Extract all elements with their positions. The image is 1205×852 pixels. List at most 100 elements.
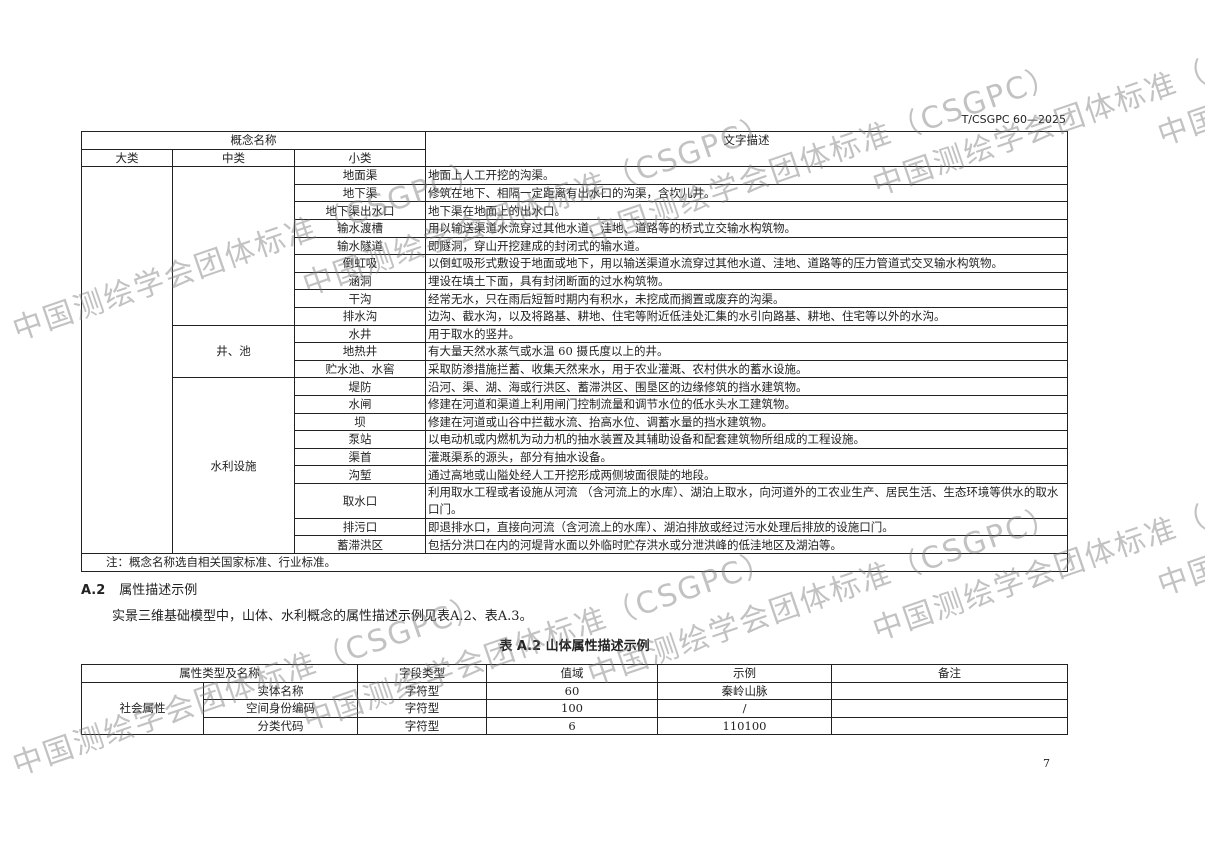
desc-cell: 以电动机或内燃机为动力机的抽水装置及其辅助设备和配套建筑物所组成的工程设施。 (425, 430, 1068, 449)
desc-cell: 采取防渗措施拦蓄、收集天然来水，用于农业灌溉、农村供水的蓄水设施。 (425, 359, 1068, 379)
body-paragraph: 实景三维基础模型中，山体、水利概念的属性描述示例见表A.2、表A.3。 (112, 609, 533, 624)
standard-number: T/CSGPC 60—2025 (961, 113, 1066, 126)
minor-cell: 泵站 (294, 430, 426, 449)
table-row: 干沟经常无水，只在雨后短暂时期内有积水，未挖成而搁置或废弃的沟渠。 (82, 289, 1068, 308)
mid-cell: 水利设施 (172, 377, 295, 555)
header-major: 大类 (81, 148, 173, 168)
table-row: 贮水池、水窖采取防渗措施拦蓄、收集天然来水，用于农业灌溉、农村供水的蓄水设施。 (82, 359, 1068, 379)
section-title: 属性描述示例 (119, 583, 198, 598)
desc-cell: 埋设在填土下面，具有封闭断面的过水构筑物。 (425, 271, 1068, 291)
minor-cell: 水闸 (294, 394, 426, 414)
minor-cell: 坝 (294, 412, 426, 432)
table-caption: 表 A.2 山体属性描述示例 (499, 639, 650, 654)
desc-cell: 灌溉渠系的源头，部分有抽水设备。 (425, 447, 1068, 467)
desc-cell: 边沟、截水沟，以及将路基、耕地、住宅等附近低洼处汇集的水引向路基、耕地、住宅等以… (425, 306, 1068, 326)
major-cell (81, 166, 173, 555)
desc-cell: 地下渠在地面上的出水口。 (425, 201, 1068, 220)
table-row: 地下渠修筑在地下、相隔一定距离有出水口的沟渠，含坎儿井。 (82, 183, 1068, 203)
name-cell: 实体名称 (203, 681, 358, 701)
minor-cell: 地热井 (294, 342, 426, 361)
table-row: 排水沟边沟、截水沟，以及将路基、耕地、住宅等附近低洼处汇集的水引向路基、耕地、住… (82, 306, 1068, 326)
minor-cell: 输水渡槽 (294, 218, 426, 238)
table-row: 地面渠地面上人工开挖的沟渠。 (81, 166, 1068, 555)
desc-cell: 以倒虹吸形式敷设于地面或地下，用以输送渠道水流穿过其他水道、洼地、道路等的压力管… (425, 254, 1068, 273)
example-cell: 秦岭山脉 (657, 681, 832, 701)
table-row: 蓄滞洪区包括分洪口在内的河堤背水面以外临时贮存洪水或分泄洪峰的低洼地区及湖泊等。 (82, 535, 1068, 555)
remark-cell (831, 716, 1068, 736)
minor-cell: 蓄滞洪区 (294, 535, 426, 555)
name-cell: 分类代码 (203, 716, 358, 736)
minor-cell: 水井 (294, 324, 426, 344)
desc-cell: 有大量天然水蒸气或水温 60 摄氏度以上的井。 (425, 342, 1068, 361)
desc-cell: 地面上人工开挖的沟渠。 (425, 166, 1068, 185)
minor-cell: 贮水池、水窖 (294, 359, 426, 379)
minor-cell: 地下渠 (294, 183, 426, 203)
desc-cell: 修建在河道和渠道上利用闸门控制流量和调节水位的低水头水工建筑物。 (425, 394, 1068, 414)
minor-cell: 渠首 (294, 447, 426, 467)
header-minor: 小类 (294, 148, 426, 168)
table-note: 注：概念名称选自相关国家标准、行业标准。 (81, 553, 1068, 572)
desc-cell: 用以输送渠道水流穿过其他水道、洼地、道路等的桥式立交输水构筑物。 (425, 218, 1068, 238)
desc-cell: 即退排水口，直接向河流（含河流上的水库）、湖泊排放或经过污水处理后排放的设施口门… (425, 517, 1068, 537)
minor-cell: 沟堑 (294, 465, 426, 484)
table-row: 水闸修建在河道和渠道上利用闸门控制流量和调节水位的低水头水工建筑物。 (82, 394, 1068, 414)
table-row: 地热井有大量天然水蒸气或水温 60 摄氏度以上的井。 (82, 342, 1068, 361)
minor-cell: 排污口 (294, 517, 426, 537)
page-number: 7 (1043, 757, 1050, 770)
watermark-text: 中国测绘学会团体标准（CSGPC） (1153, 0, 1205, 154)
minor-cell: 涵洞 (294, 271, 426, 291)
header-remark: 备注 (831, 664, 1068, 683)
desc-cell: 即隧洞，穿山开挖建成的封闭式的输水道。 (425, 236, 1068, 256)
header-mid: 中类 (172, 148, 295, 168)
table-row: 水利设施堤防沿河、渠、湖、海或行洪区、蓄滞洪区、围垦区的边缘修筑的挡水建筑物。 (82, 377, 1068, 555)
type-cell: 字符型 (357, 716, 487, 736)
table-header-row: 概念名称 文字描述 (81, 130, 1068, 168)
section-heading: A.2 属性描述示例 (81, 579, 197, 598)
header-concept: 概念名称 (81, 131, 426, 150)
header-example: 示例 (657, 664, 832, 683)
table-row: 取水口利用取水工程或者设施从河流 （含河流上的水库）、湖泊上取水，向河道外的工农… (82, 482, 1068, 519)
minor-cell: 倒虹吸 (294, 254, 426, 273)
header-desc: 文字描述 (425, 130, 1068, 168)
name-cell: 空间身份编码 (203, 699, 358, 718)
header-type: 字段类型 (357, 664, 487, 683)
example-cell: / (657, 699, 832, 718)
example-cell: 110100 (657, 716, 832, 736)
table-row: 泵站以电动机或内燃机为动力机的抽水装置及其辅助设备和配套建筑物所组成的工程设施。 (82, 430, 1068, 449)
mid-cell: 井、池 (172, 324, 295, 379)
remark-cell (831, 681, 1068, 701)
desc-cell: 通过高地或山隘处经人工开挖形成两侧坡面很陡的地段。 (425, 465, 1068, 484)
mid-cell (172, 166, 295, 326)
minor-cell: 取水口 (294, 482, 426, 519)
minor-cell: 排水沟 (294, 306, 426, 326)
desc-cell: 经常无水，只在雨后短暂时期内有积水，未挖成而搁置或废弃的沟渠。 (425, 289, 1068, 308)
section-number: A.2 (81, 583, 106, 598)
desc-cell: 利用取水工程或者设施从河流 （含河流上的水库）、湖泊上取水，向河道外的工农业生产… (425, 482, 1068, 519)
minor-cell: 输水隧道 (294, 236, 426, 256)
table-row: 井、池水井用于取水的竖井。 (82, 324, 1068, 379)
table-row: 倒虹吸以倒虹吸形式敷设于地面或地下，用以输送渠道水流穿过其他水道、洼地、道路等的… (82, 254, 1068, 273)
range-cell: 100 (486, 699, 658, 718)
table-row: 渠首灌溉渠系的源头，部分有抽水设备。 (82, 447, 1068, 467)
minor-cell: 堤防 (294, 377, 426, 396)
table-header-row: 属性类型及名称 字段类型 值域 示例 备注 (81, 664, 1068, 683)
minor-cell: 干沟 (294, 289, 426, 308)
table-row: 排污口即退排水口，直接向河流（含河流上的水库）、湖泊排放或经过污水处理后排放的设… (82, 517, 1068, 537)
group-cell: 社会属性 (81, 681, 204, 736)
desc-cell: 包括分洪口在内的河堤背水面以外临时贮存洪水或分泄洪峰的低洼地区及湖泊等。 (425, 535, 1068, 555)
table-row: 输水渡槽用以输送渠道水流穿过其他水道、洼地、道路等的桥式立交输水构筑物。 (82, 218, 1068, 238)
type-cell: 字符型 (357, 681, 487, 701)
minor-cell: 地面渠 (294, 166, 426, 185)
minor-cell: 地下渠出水口 (294, 201, 426, 220)
header-attr: 属性类型及名称 (81, 664, 358, 683)
range-cell: 6 (486, 716, 658, 736)
watermark-text: 中国测绘学会团体标准（CSGPC） (1153, 408, 1205, 604)
desc-cell: 用于取水的竖井。 (425, 324, 1068, 344)
type-cell: 字符型 (357, 699, 487, 718)
table-row: 坝修建在河道或山谷中拦截水流、抬高水位、调蓄水量的挡水建筑物。 (82, 412, 1068, 432)
range-cell: 60 (486, 681, 658, 701)
